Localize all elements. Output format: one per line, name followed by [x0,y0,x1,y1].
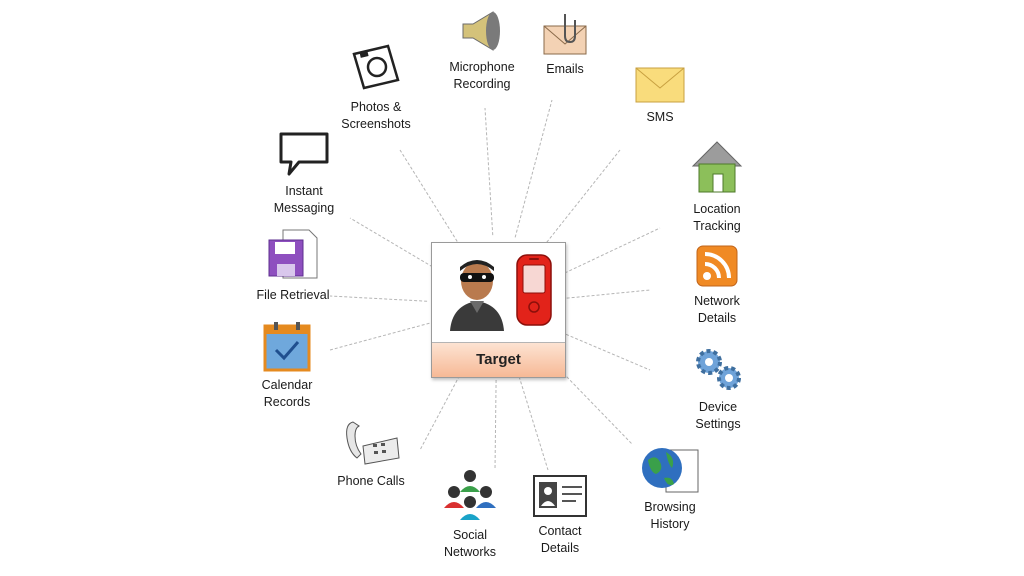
node-label: Photos & Screenshots [341,100,411,131]
connector-contact [517,371,549,471]
node-label: Browsing History [644,500,696,531]
node-network: Network Details [680,244,754,327]
node-label: Phone Calls [337,474,405,488]
telephone-icon [346,421,400,465]
connector-social [494,374,497,471]
node-emails: Emails [530,12,600,78]
node-label: Instant Messaging [273,184,335,215]
globe-page-icon [642,448,699,493]
node-social: Social Networks [432,468,508,561]
envelope-clip-icon [543,14,587,55]
connector-network [566,289,651,299]
target-label: Target [432,342,565,377]
connector-emails [514,99,553,238]
node-calendar: Calendar Records [246,320,328,411]
envelope-icon [635,67,685,103]
node-microphone: Microphone Recording [434,8,530,93]
connector-sms [540,149,621,251]
speaker-icon [462,11,500,51]
node-device: Device Settings [680,344,756,433]
node-label: SMS [646,110,674,124]
camera-icon [352,44,400,90]
node-label: Network Details [694,294,740,325]
node-label: Contact Details [538,524,582,555]
rss-icon [696,245,738,287]
gears-icon [696,349,741,390]
node-file: File Retrieval [246,226,340,304]
house-icon [691,141,743,193]
node-im: Instant Messaging [260,130,348,217]
node-location: Location Tracking [675,136,759,235]
connector-phone [419,366,465,451]
connector-im [349,217,438,270]
node-label: Calendar Records [261,378,313,409]
node-phone: Phone Calls [326,418,416,490]
node-photos: Photos & Screenshots [330,40,422,133]
node-label: Device Settings [695,400,741,431]
node-label: Social Networks [443,528,497,559]
connector-device [561,331,651,371]
node-label: File Retrieval [256,288,330,302]
calendar-icon [263,322,311,372]
spy-icon [450,260,504,331]
connector-file [329,295,428,302]
node-browsing: Browsing History [630,444,710,533]
people-network-icon [444,470,496,520]
node-sms: SMS [628,66,692,126]
connector-photos [399,149,461,246]
floppy-file-icon [268,229,318,279]
connector-calendar [329,322,430,351]
phone-icon [516,254,552,326]
connector-location [560,227,661,276]
connector-microphone [484,107,494,236]
speech-bubble-icon [279,132,329,176]
node-label: Emails [546,62,584,76]
contact-card-icon [533,475,587,517]
node-label: Location Tracking [693,202,741,233]
target-node: Target [431,242,566,378]
node-contact: Contact Details [522,474,598,557]
connector-lines [329,99,661,471]
node-label: Microphone Recording [449,60,515,91]
